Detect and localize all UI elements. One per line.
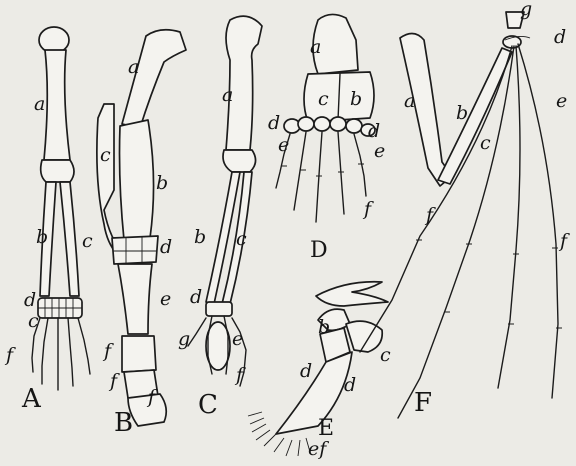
- label-d-forearm: a: [310, 38, 321, 57]
- caption-e: E: [318, 418, 334, 440]
- label-c-dewclaw: g: [178, 330, 190, 349]
- figure-d-skeleton: [276, 14, 375, 222]
- label-a-phalanges-right: f: [104, 342, 111, 361]
- label-d-carpal-right: b: [350, 90, 362, 109]
- label-a-humerus: a: [34, 95, 45, 114]
- label-c-radius: b: [194, 228, 206, 247]
- label-a-carpals: d: [24, 291, 36, 310]
- label-c-phalanges: f: [236, 366, 243, 385]
- label-a-phalanges-left: f: [6, 346, 13, 365]
- label-d-carpals-left: d: [268, 114, 280, 133]
- label-d-metacarpals-left: e: [278, 136, 289, 155]
- label-b-carpals: d: [160, 238, 172, 257]
- label-e-carpal-left: d: [300, 362, 312, 381]
- figure-a-skeleton: [32, 27, 90, 390]
- label-f-radius: b: [456, 104, 468, 123]
- caption-f: F: [414, 390, 432, 416]
- label-b-phalanx-lower: f: [148, 388, 155, 407]
- label-e-ulna: c: [380, 346, 391, 365]
- caption-b: B: [114, 410, 133, 436]
- label-c-carpals: d: [190, 288, 202, 307]
- label-e-humerus: b: [318, 318, 330, 337]
- label-f-humerus: a: [404, 92, 415, 111]
- label-b-ulna: c: [100, 146, 111, 165]
- label-f-metacarpals: e: [556, 92, 567, 111]
- label-f-carpals: d: [554, 28, 566, 47]
- label-f-phalanges-right: f: [560, 232, 567, 251]
- label-a-ulna: c: [82, 232, 93, 251]
- label-d-phalanges: f: [364, 200, 371, 219]
- caption-a: A: [22, 386, 41, 412]
- label-f-ulna: c: [480, 134, 491, 153]
- figure-b-skeleton: [97, 30, 186, 426]
- caption-c: C: [198, 392, 218, 418]
- label-d-carpal-left: c: [318, 90, 329, 109]
- label-b-metacarpal: e: [160, 290, 171, 309]
- label-e-carpal-right: d: [344, 376, 356, 395]
- label-b-phalanx-upper: f: [110, 372, 117, 391]
- label-f-thumb: g: [520, 0, 532, 19]
- label-c-humerus: a: [222, 86, 233, 105]
- label-d-carpals-right: d: [368, 122, 380, 141]
- label-f-phalanges-left: f: [426, 206, 433, 225]
- label-b-humerus: a: [128, 58, 139, 77]
- label-a-metacarpals: c: [28, 312, 39, 331]
- caption-d: D: [310, 240, 328, 262]
- label-c-ulna: c: [236, 230, 247, 249]
- label-a-radius: b: [36, 228, 48, 247]
- label-c-metacarpal: e: [232, 330, 243, 349]
- label-b-radius: b: [156, 174, 168, 193]
- label-e-digits: ef: [308, 440, 326, 459]
- figure-c-skeleton: [188, 16, 262, 386]
- label-d-metacarpals-right: e: [374, 142, 385, 161]
